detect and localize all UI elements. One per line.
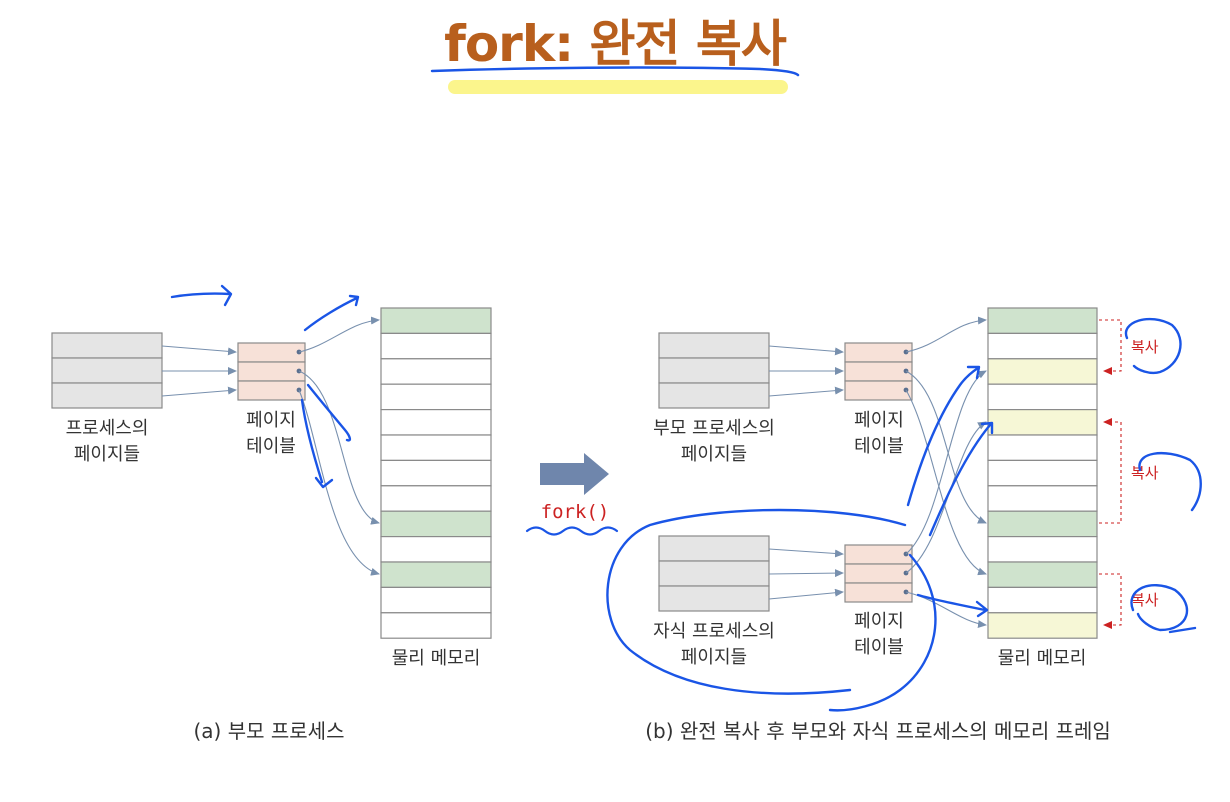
title-underline — [430, 66, 800, 77]
child-page-table — [844, 544, 913, 603]
parent-pages-label-2: 페이지들 — [681, 444, 747, 465]
page-table-label-a-1: 페이지 — [246, 410, 296, 431]
copy-brackets — [1099, 319, 1122, 629]
arrows-b — [768, 316, 987, 629]
child-table-label-1: 페이지 — [854, 611, 904, 632]
copy-label-2: 복사 — [1131, 464, 1159, 482]
copy-label-1: 복사 — [1131, 338, 1159, 356]
parent-table-label-1: 페이지 — [854, 410, 904, 431]
arrows-a — [161, 316, 380, 576]
physical-memory-b — [987, 307, 1098, 639]
copy-label-3: 복사 — [1131, 591, 1159, 609]
fork-arrow-icon — [540, 453, 609, 495]
child-pages-label-1: 자식 프로세스의 — [653, 621, 775, 642]
caption-a: (a) 부모 프로세스 — [194, 719, 345, 743]
pages-label-a-1: 프로세스의 — [66, 418, 149, 439]
page-table-a — [237, 342, 306, 401]
child-pages-label-2: 페이지들 — [681, 647, 747, 668]
pages-label-a-2: 페이지들 — [74, 444, 140, 465]
page-table-label-a-2: 테이블 — [246, 436, 296, 457]
parent-table-label-2: 테이블 — [854, 436, 904, 457]
fork-squiggle — [525, 526, 619, 536]
parent-page-table — [844, 342, 913, 401]
title-highlight — [448, 80, 788, 94]
parent-pages-label-1: 부모 프로세스의 — [653, 418, 775, 439]
page-title: fork: 완전 복사 — [444, 15, 787, 73]
ink-annotations — [170, 284, 1202, 712]
fork-arrow: fork() — [525, 453, 619, 536]
fork-label: fork() — [541, 501, 610, 523]
caption-b: (b) 완전 복사 후 부모와 자식 프로세스의 메모리 프레임 — [645, 719, 1111, 743]
memory-label-a: 물리 메모리 — [392, 648, 481, 669]
process-pages-a — [51, 332, 163, 409]
memory-label-b: 물리 메모리 — [998, 648, 1087, 669]
child-pages — [658, 535, 770, 612]
physical-memory-a — [380, 307, 492, 639]
parent-pages — [658, 332, 770, 409]
panel-b: 복사 복사 복사 부모 프로세스의 페이지들 페이지 테이블 자식 프로세스의 … — [645, 307, 1159, 743]
panel-a: 프로세스의 페이지들 페이지 테이블 물리 메모리 (a) 부모 프로세스 — [51, 307, 492, 743]
child-table-label-2: 테이블 — [854, 637, 904, 658]
